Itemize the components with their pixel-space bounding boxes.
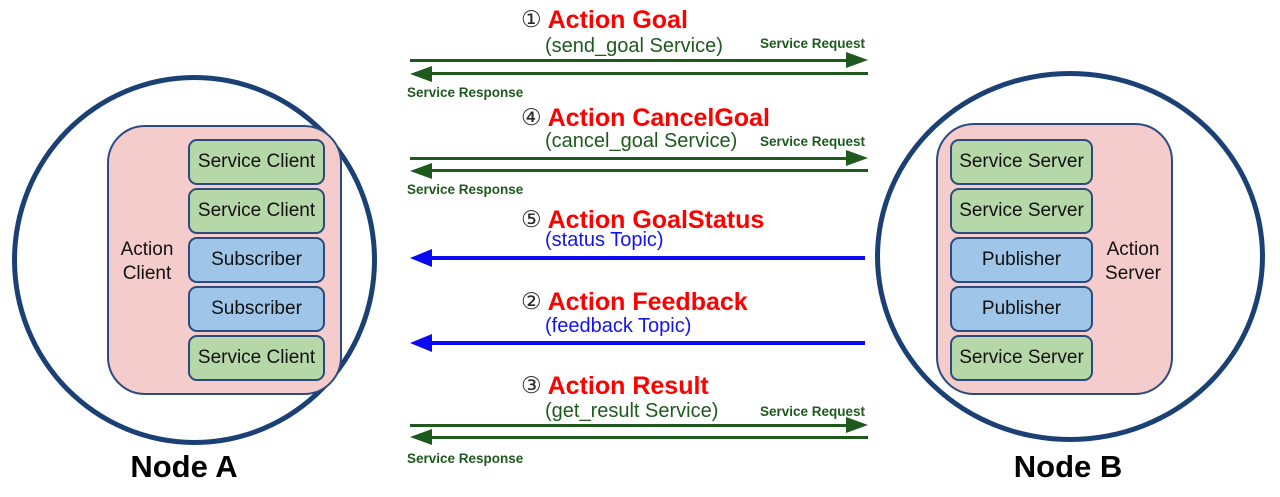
node-a-service-client-3: Service Client <box>188 335 325 381</box>
cancelgoal-request-arrow-line <box>410 157 847 160</box>
interaction-feedback-subtitle: (feedback Topic) <box>545 315 692 337</box>
interaction-feedback-name: Action Feedback <box>547 288 748 316</box>
goalstatus-topic-arrow-line <box>431 256 865 260</box>
node-b-publisher-1: Publisher <box>950 237 1093 283</box>
result-request-arrow-line <box>410 424 847 427</box>
service-request-label-1: Service Request <box>759 36 865 51</box>
node-a-service-client-1: Service Client <box>188 139 325 185</box>
node-b-service-server-3: Service Server <box>950 335 1093 381</box>
node-b-title: Node B <box>1013 449 1123 484</box>
interaction-goalstatus-subtitle: (status Topic) <box>545 229 664 251</box>
goal-request-arrow-line <box>410 59 847 62</box>
goalstatus-topic-arrowhead-icon <box>410 249 432 267</box>
interaction-cancelgoal-name: Action CancelGoal <box>547 104 770 132</box>
node-a-service-client-2: Service Client <box>188 188 325 234</box>
node-b-service-server-1: Service Server <box>950 139 1093 185</box>
interaction-cancelgoal-subtitle: (cancel_goal Service) <box>545 130 738 152</box>
result-response-arrow-line <box>431 436 868 439</box>
circled-number-2: ② <box>521 288 542 314</box>
node-b-service-server-2: Service Server <box>950 188 1093 234</box>
interaction-goalstatus-name: Action GoalStatus <box>547 206 765 234</box>
goal-response-arrowhead-icon <box>410 66 432 82</box>
node-a-role-label: Action Client <box>120 239 174 284</box>
service-response-label-4: Service Response <box>407 182 524 197</box>
circled-number-4: ④ <box>521 104 542 130</box>
circled-number-3: ③ <box>521 372 542 398</box>
interaction-result-subtitle: (get_result Service) <box>545 400 719 422</box>
service-response-label-3: Service Response <box>407 451 524 466</box>
cancelgoal-response-arrow-line <box>431 169 868 172</box>
service-request-label-3: Service Request <box>759 404 865 419</box>
circled-number-1: ① <box>521 6 542 32</box>
goal-response-arrow-line <box>431 72 868 75</box>
node-b-role-label: Action Server <box>1105 239 1161 284</box>
cancelgoal-request-arrowhead-icon <box>846 150 868 166</box>
service-response-label-1: Service Response <box>407 85 524 100</box>
node-b-publisher-2: Publisher <box>950 286 1093 332</box>
node-a-subscriber-1: Subscriber <box>188 237 325 283</box>
interaction-goal-subtitle: (send_goal Service) <box>545 35 723 57</box>
feedback-topic-arrow-line <box>431 341 865 345</box>
interaction-goal-name: Action Goal <box>547 6 688 34</box>
result-response-arrowhead-icon <box>410 429 432 445</box>
node-a-title: Node A <box>130 449 238 484</box>
feedback-topic-arrowhead-icon <box>410 334 432 352</box>
interaction-result-name: Action Result <box>547 372 709 400</box>
node-a-subscriber-2: Subscriber <box>188 286 325 332</box>
cancelgoal-response-arrowhead-icon <box>410 163 432 179</box>
service-request-label-4: Service Request <box>759 134 865 149</box>
circled-number-5: ⑤ <box>521 206 542 232</box>
goal-request-arrowhead-icon <box>846 52 868 68</box>
result-request-arrowhead-icon <box>846 417 868 433</box>
